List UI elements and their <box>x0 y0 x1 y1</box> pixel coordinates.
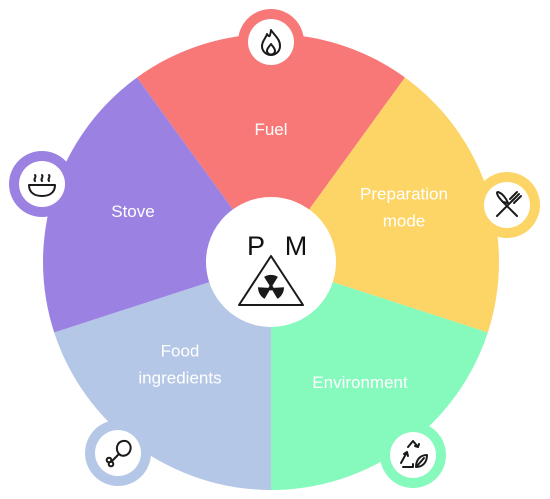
center-circle <box>206 197 336 327</box>
wedge-food <box>54 262 272 490</box>
stove-burner-icon <box>28 174 56 197</box>
wedge-fuel <box>137 33 405 262</box>
disc-fuel <box>248 19 294 65</box>
radiation-warning-icon <box>238 255 304 306</box>
label-food-line-2: ingredients <box>138 369 221 388</box>
center-letter-m: M <box>285 231 308 261</box>
wedge-environment <box>271 262 488 490</box>
drumstick-icon <box>105 439 132 468</box>
center-hub: P M <box>206 197 336 327</box>
center-letter-p: P <box>247 231 265 261</box>
flame-icon <box>261 29 281 56</box>
label-preparation-line-2: mode <box>383 212 426 231</box>
label-food-line-1: Food <box>161 342 200 361</box>
label-stove-line-1: Stove <box>111 202 154 221</box>
label-preparation-line-1: Preparation <box>360 185 448 204</box>
label-environment-line-1: Environment <box>312 373 408 392</box>
fork-knife-icon <box>496 191 522 217</box>
disc-environment <box>390 432 436 478</box>
recycle-leaf-icon <box>400 440 428 468</box>
label-fuel-line-1: Fuel <box>254 120 287 139</box>
